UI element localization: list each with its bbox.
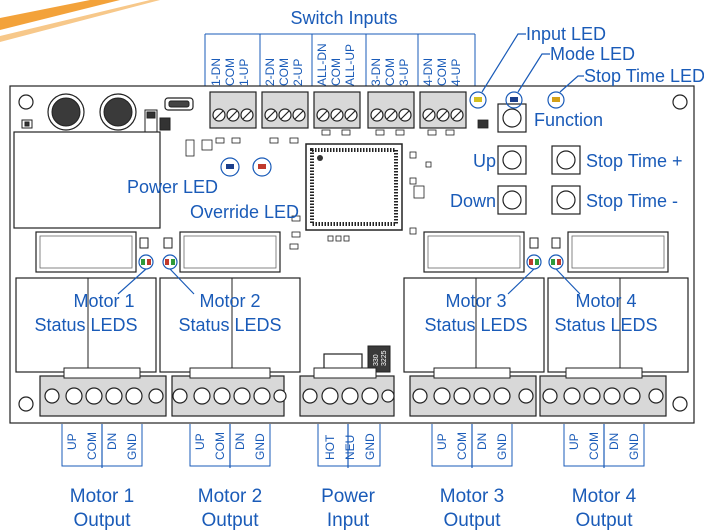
output-line1: Motor 2 <box>198 486 262 507</box>
pin-label: ALL-DN <box>315 43 329 86</box>
switch-input-pin-labels: 1-DN COM 1-UP 2-DN COM 2-UP ALL-DN COM A… <box>209 43 463 86</box>
pin-label: COM <box>587 432 601 460</box>
pin-label: COM <box>223 58 237 86</box>
pin-label: COM <box>383 58 397 86</box>
pin-label: UP <box>435 433 449 450</box>
mounting-holes <box>18 94 688 412</box>
output-terminal-tops <box>63 367 643 379</box>
pin-label: 3-DN <box>369 58 383 86</box>
motor-status-line2: Status LEDS <box>178 315 281 335</box>
pin-label: 2-UP <box>291 59 305 86</box>
pin-label: 1-DN <box>209 58 223 86</box>
pin-label: GND <box>627 433 641 460</box>
pin-label: COM <box>213 432 227 460</box>
pin-label: DN <box>105 433 119 450</box>
power-led-label: Power LED <box>127 177 218 197</box>
down-label: Down <box>450 191 496 211</box>
pin-label: 2-DN <box>263 58 277 86</box>
pin-label: 3-UP <box>397 59 411 86</box>
motor-status-line1: Motor 3 <box>445 291 506 311</box>
inductor-marking: 3225 <box>381 350 388 366</box>
pin-label: HOT <box>323 434 337 460</box>
diodes <box>139 237 561 249</box>
mode-led-label: Mode LED <box>550 44 635 64</box>
motor-status-line2: Status LEDS <box>34 315 137 335</box>
pin-label: 4-DN <box>421 58 435 86</box>
callout-labels: Input LED Mode LED Stop Time LED Functio… <box>127 24 704 222</box>
stop-time-plus-label: Stop Time + <box>586 151 683 171</box>
output-line2: Output <box>73 510 131 531</box>
motor-status-line1: Motor 4 <box>575 291 636 311</box>
leader-lines <box>101 33 605 468</box>
stop-time-led-label: Stop Time LED <box>584 66 704 86</box>
output-labels: Motor 1 Output Motor 2 Output Power Inpu… <box>70 486 637 531</box>
motor-status-line2: Status LEDS <box>554 315 657 335</box>
tactile-buttons <box>497 103 581 215</box>
pin-label: GND <box>125 433 139 460</box>
pin-label: 4-UP <box>449 59 463 86</box>
override-led-label: Override LED <box>190 202 299 222</box>
power-inductor: 330 3225 <box>323 345 391 375</box>
function-label: Function <box>534 110 603 130</box>
output-screws <box>44 387 664 405</box>
pin-label: UP <box>65 433 79 450</box>
pin-label: GND <box>363 433 377 460</box>
up-label: Up <box>473 151 496 171</box>
output-line1: Motor 1 <box>70 486 134 507</box>
input-led-label: Input LED <box>526 24 606 44</box>
motor-status-line1: Motor 1 <box>73 291 134 311</box>
switch-inputs-box <box>204 33 476 88</box>
stop-time-minus-label: Stop Time - <box>586 191 678 211</box>
pin-label: GND <box>495 433 509 460</box>
output-line1: Power <box>321 486 376 507</box>
pin-label: 1-UP <box>237 59 251 86</box>
transformer <box>13 131 161 229</box>
pin-label: COM <box>329 58 343 86</box>
pin-label: COM <box>85 432 99 460</box>
pin-label: COM <box>277 58 291 86</box>
corner-stripe <box>0 0 160 42</box>
pin-label: DN <box>475 433 489 450</box>
switch-input-screw-slots <box>214 110 462 120</box>
motor-status-labels: Motor 1 Status LEDS Motor 2 Status LEDS … <box>34 291 657 335</box>
relays-top <box>35 231 669 273</box>
motor-status-line1: Motor 2 <box>199 291 260 311</box>
output-line2: Output <box>575 510 633 531</box>
output-line2: Output <box>443 510 501 531</box>
output-label-boxes <box>61 424 645 467</box>
pin-label: DN <box>233 433 247 450</box>
output-pin-labels: UP COM DN GND UP COM DN GND HOT NEU GND … <box>65 432 641 460</box>
relay-dividers <box>87 278 621 372</box>
output-line2: Input <box>327 510 370 531</box>
pin-label: UP <box>567 433 581 450</box>
pin-label: GND <box>253 433 267 460</box>
pin-label: UP <box>193 433 207 450</box>
pin-label: NEU <box>343 435 357 460</box>
output-line2: Output <box>201 510 259 531</box>
pin-label: ALL-UP <box>343 44 357 86</box>
pin-label: COM <box>455 432 469 460</box>
smd-parts <box>185 119 489 250</box>
switch-inputs-title: Switch Inputs <box>290 8 397 28</box>
inductor-marking: 330 <box>373 354 380 366</box>
microcontroller <box>305 143 403 231</box>
output-line1: Motor 4 <box>572 486 637 507</box>
relays-bottom <box>15 277 689 373</box>
output-line1: Motor 3 <box>440 486 504 507</box>
relay-top-inner <box>39 235 665 269</box>
capacitors <box>21 93 194 133</box>
pin-label: COM <box>435 58 449 86</box>
motor-status-line2: Status LEDS <box>424 315 527 335</box>
pin-label: DN <box>607 433 621 450</box>
